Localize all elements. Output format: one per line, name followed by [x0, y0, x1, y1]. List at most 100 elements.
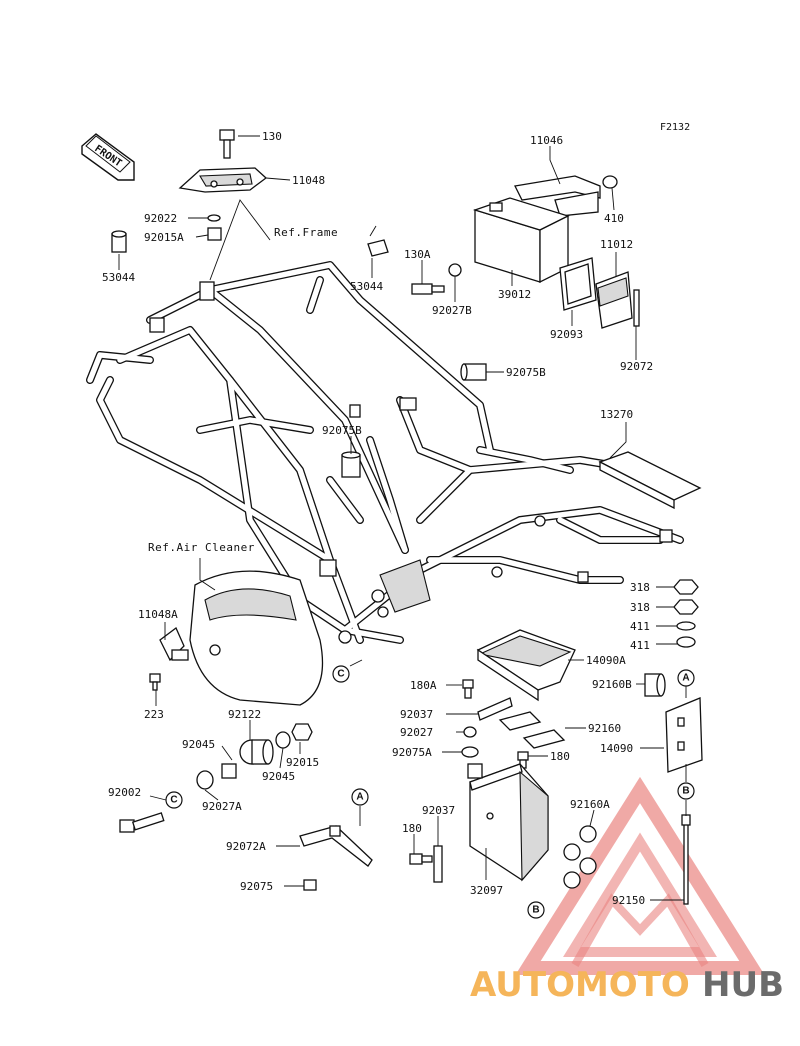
- ref-frame-label: Ref.Frame: [274, 226, 338, 239]
- bolt-92002: [119, 812, 165, 833]
- label-92075A: 92075A: [392, 746, 432, 759]
- label-92075: 92075: [240, 880, 273, 893]
- label-318-b: 318: [630, 601, 650, 614]
- label-92037-bottom: 92037: [422, 804, 455, 817]
- callout-c-bottom: C: [165, 791, 183, 809]
- bushing-92075B-mid: [341, 451, 361, 478]
- air-cleaner-ref: [189, 570, 324, 706]
- washer-92027A: [196, 770, 214, 790]
- svg-text:B: B: [532, 905, 539, 916]
- label-130: 130: [262, 130, 282, 143]
- callout-a-right: A: [677, 669, 695, 687]
- label-410: 410: [604, 212, 624, 225]
- label-13270: 13270: [600, 408, 633, 421]
- nut-318-b: [673, 599, 699, 615]
- svg-text:C: C: [337, 669, 344, 680]
- front-arrow-badge: FRONT: [81, 133, 135, 181]
- bolt-180A: [462, 679, 474, 699]
- svg-text:HUB: HUB: [702, 965, 784, 1005]
- case-39012: [472, 197, 570, 284]
- bolt-130A: [411, 283, 445, 295]
- label-92045-bottom: 92045: [262, 770, 295, 783]
- bracket-92072A: [299, 825, 373, 867]
- nut-92015: [291, 723, 313, 741]
- callout-c-top: C: [332, 665, 350, 683]
- callout-b-bottom: B: [527, 901, 545, 919]
- bolt-130: [219, 129, 235, 159]
- svg-text:B: B: [682, 786, 689, 797]
- label-92045-left: 92045: [182, 738, 215, 751]
- label-92093: 92093: [550, 328, 583, 341]
- bushing-53044-right: [367, 239, 389, 257]
- label-92015: 92015: [286, 756, 319, 769]
- label-11046: 11046: [530, 134, 563, 147]
- callout-b-right: B: [677, 782, 695, 800]
- label-223: 223: [144, 708, 164, 721]
- label-92027A: 92027A: [202, 800, 242, 813]
- label-92075B-mid: 92075B: [322, 424, 362, 437]
- label-92015A: 92015A: [144, 231, 184, 244]
- label-14090A: 14090A: [586, 654, 626, 667]
- label-92075B-top: 92075B: [506, 366, 546, 379]
- label-11012: 11012: [600, 238, 633, 251]
- label-39012: 39012: [498, 288, 531, 301]
- nut-92075: [303, 879, 317, 891]
- label-14090: 14090: [600, 742, 633, 755]
- svg-text:A: A: [682, 673, 689, 684]
- nut-92015A: [207, 227, 222, 241]
- label-92022: 92022: [144, 212, 177, 225]
- damper-92122: [239, 739, 274, 765]
- label-92027B: 92027B: [432, 304, 472, 317]
- watermark-logo: [515, 776, 765, 975]
- collar-92045-bottom: [221, 763, 237, 779]
- washer-92027: [463, 726, 477, 738]
- cover-14090A: [476, 629, 576, 702]
- cover-11012: [595, 271, 633, 329]
- plate-14090: [665, 697, 703, 773]
- bracket-11048A: [159, 626, 189, 662]
- label-130A: 130A: [404, 248, 431, 261]
- washer-411-b: [676, 636, 696, 648]
- label-92072: 92072: [620, 360, 653, 373]
- washer-92027B: [448, 263, 462, 277]
- guard-13270: [598, 451, 702, 510]
- label-53044-right: 53044: [350, 280, 383, 293]
- bushing-92075B-top: [460, 363, 487, 381]
- washer-410: [602, 175, 618, 189]
- callout-a-bottom: A: [351, 788, 369, 806]
- svg-text:AUTOMOTO: AUTOMOTO: [470, 965, 690, 1005]
- label-92160A: 92160A: [570, 798, 610, 811]
- bracket-11046: [514, 175, 601, 217]
- damper-92160B: [644, 673, 666, 697]
- battery-case-32097: [467, 763, 549, 882]
- label-32097: 32097: [470, 884, 503, 897]
- svg-text:C: C: [170, 795, 177, 806]
- label-180A: 180A: [410, 679, 437, 692]
- nut-318-a: [673, 579, 699, 595]
- strap-92072: [633, 289, 640, 327]
- label-180-left: 180: [402, 822, 422, 835]
- label-411-b: 411: [630, 639, 650, 652]
- ref-air-cleaner-label: Ref.Air Cleaner: [148, 541, 255, 554]
- label-92072A: 92072A: [226, 840, 266, 853]
- atv-frame: [86, 261, 684, 644]
- label-92027: 92027: [400, 726, 433, 739]
- pads-92160: [498, 711, 566, 749]
- label-411-a: 411: [630, 620, 650, 633]
- label-11048A: 11048A: [138, 608, 178, 621]
- label-180-right: 180: [550, 750, 570, 763]
- washer-411-a: [676, 621, 696, 631]
- label-92002: 92002: [108, 786, 141, 799]
- strap-92037-bottom: [433, 845, 443, 883]
- bolt-223: [149, 673, 161, 691]
- label-92150: 92150: [612, 894, 645, 907]
- part-labels: 130 11048 92022 92015A 53044 53044 130A …: [102, 130, 653, 907]
- bushing-92075A: [461, 746, 479, 758]
- label-92037-top: 92037: [400, 708, 433, 721]
- strap-92037-top: [477, 697, 513, 721]
- figure-code: F2132: [660, 122, 690, 133]
- bushing-53044-left: [111, 230, 127, 253]
- bracket-11048: [178, 167, 268, 193]
- label-318-a: 318: [630, 581, 650, 594]
